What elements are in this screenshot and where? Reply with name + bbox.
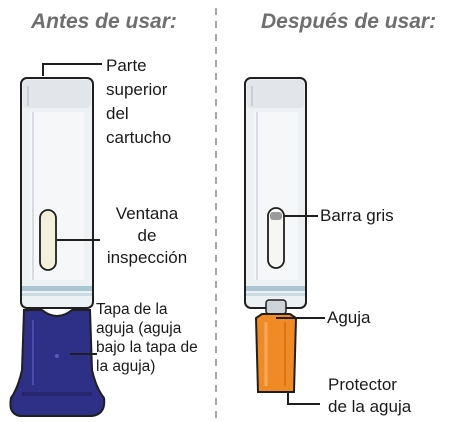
label-cartridge-top: Parte superior del cartucho bbox=[106, 56, 172, 147]
label-needle-cap: Tapa de la aguja (aguja bajo la tapa de … bbox=[96, 301, 198, 375]
after-heading: Después de usar: bbox=[261, 10, 437, 33]
needle-cap bbox=[9, 309, 106, 417]
leader-guard bbox=[287, 392, 320, 405]
before-heading: Antes de usar: bbox=[31, 10, 177, 33]
gray-bar bbox=[270, 212, 282, 220]
band bbox=[22, 286, 92, 291]
before-pen bbox=[9, 77, 106, 417]
leader-top bbox=[42, 63, 102, 76]
label-needle-guard: Protector de la aguja bbox=[328, 375, 412, 416]
after-window bbox=[267, 207, 285, 269]
inspection-window bbox=[39, 209, 57, 271]
needle-hub bbox=[265, 299, 287, 315]
label-gray-bar: Barra gris bbox=[320, 206, 394, 225]
label-inspection-window: Ventana de inspección bbox=[106, 204, 188, 267]
label-needle: Aguja bbox=[327, 308, 371, 327]
needle-guard bbox=[254, 313, 298, 393]
after-pen bbox=[244, 77, 307, 393]
